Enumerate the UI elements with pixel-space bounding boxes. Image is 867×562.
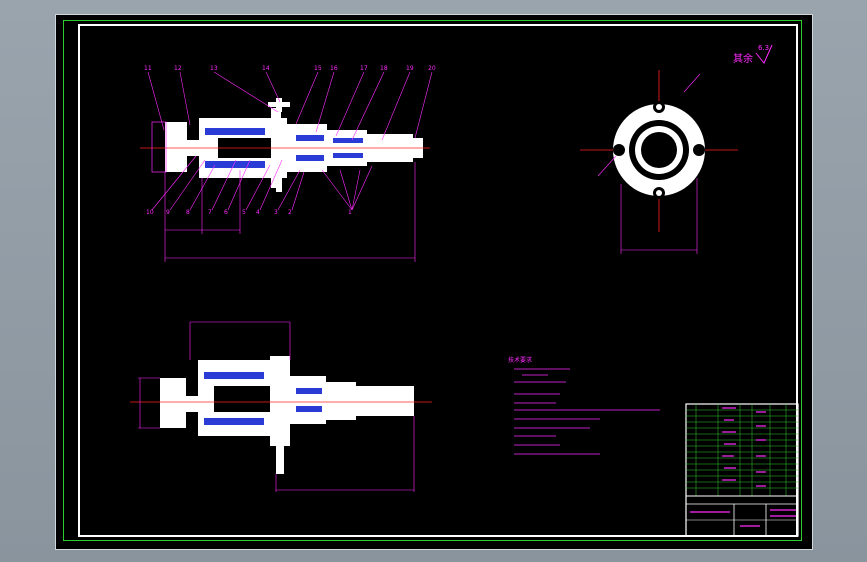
part-label-2: 2 — [288, 209, 292, 216]
part-label-3: 3 — [274, 209, 278, 216]
roughness-value: 6.3 — [758, 44, 769, 52]
drawing-sheet — [55, 14, 813, 550]
part-label-1: 1 — [348, 209, 352, 216]
part-label-17: 17 — [360, 65, 368, 72]
part-label-16: 16 — [330, 65, 338, 72]
part-label-20: 20 — [428, 65, 436, 72]
roughness-note: 其余 6.3 — [733, 44, 773, 65]
part-label-6: 6 — [224, 209, 228, 216]
flange-end-view — [580, 70, 738, 254]
technical-notes: 技术要求 — [508, 356, 660, 455]
notes-title: 技术要求 — [508, 356, 532, 364]
roughness-label: 其余 — [733, 52, 753, 65]
part-label-18: 18 — [380, 65, 388, 72]
part-label-9: 9 — [166, 209, 170, 216]
part-label-10: 10 — [146, 209, 154, 216]
roughness-symbol-icon — [755, 44, 773, 64]
part-label-15: 15 — [314, 65, 322, 72]
part-label-7: 7 — [208, 209, 212, 216]
part-label-14: 14 — [262, 65, 270, 72]
title-block — [685, 403, 799, 537]
part-label-13: 13 — [210, 65, 218, 72]
part-label-4: 4 — [256, 209, 260, 216]
drawing-outer-frame — [63, 20, 802, 541]
bottom-section-view — [130, 321, 432, 492]
part-label-12: 12 — [174, 65, 182, 72]
top-section-view — [140, 71, 433, 262]
part-label-11: 11 — [144, 65, 152, 72]
part-label-8: 8 — [186, 209, 190, 216]
part-labels: 11 12 13 14 15 16 17 18 19 20 10 9 8 7 6… — [144, 65, 436, 216]
handle-knob — [165, 122, 187, 172]
part-label-5: 5 — [242, 209, 246, 216]
drawing-inner-frame — [78, 24, 798, 537]
part-label-19: 19 — [406, 65, 414, 72]
